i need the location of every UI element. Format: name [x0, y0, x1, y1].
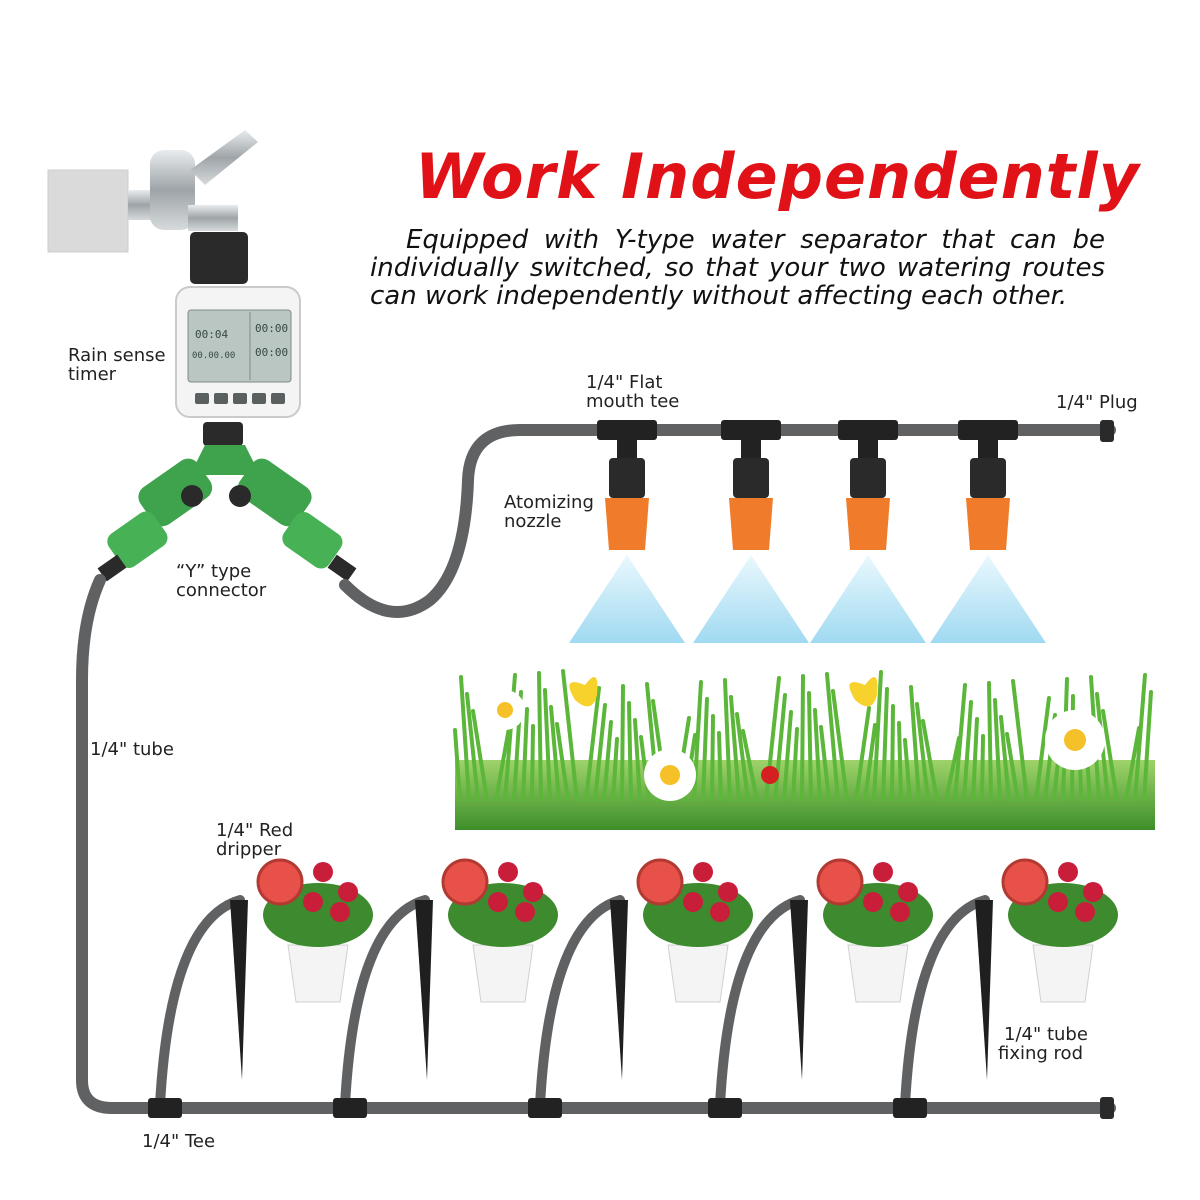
label-red-dripper-line1: 1/4" Red — [216, 820, 294, 841]
label-flat-mouth-tee-line2: mouth tee — [586, 391, 680, 412]
label-flat-mouth-tee-line1: 1/4" Flat — [586, 372, 663, 393]
atomizing-nozzle — [693, 420, 809, 643]
red-dripper — [441, 858, 489, 906]
timer-outlet-nut — [203, 422, 243, 446]
dripper-unit — [148, 858, 373, 1118]
dripper-unit — [708, 858, 933, 1118]
label-tube: 1/4" tube — [90, 739, 174, 760]
red-dripper — [256, 858, 304, 906]
plug-bottom — [1100, 1097, 1114, 1119]
butterflies — [569, 677, 878, 707]
label-tee: 1/4" Tee — [142, 1131, 216, 1152]
faucet — [47, 130, 258, 253]
mist-spray — [810, 555, 926, 643]
y-connector[interactable] — [97, 445, 357, 582]
atomizing-nozzle — [930, 420, 1046, 643]
page-title: Work Independently — [415, 140, 1141, 213]
atomizing-nozzle — [569, 420, 685, 643]
label-atomizing-nozzle-line1: Atomizing — [504, 492, 594, 513]
tube-network — [76, 424, 1116, 1114]
nozzle-row — [569, 420, 1046, 643]
label-fixing-rod-line2: fixing rod — [998, 1043, 1083, 1064]
timer-digits-right-top: 00:00 — [255, 322, 288, 335]
label-flat-mouth-tee: 1/4" Flat mouth tee — [586, 373, 679, 411]
dripper-row — [148, 858, 1118, 1118]
label-y-connector-line2: connector — [176, 580, 267, 601]
description-text: Equipped with Y-type water separator tha… — [370, 225, 1105, 311]
timer-buttons[interactable] — [195, 393, 285, 404]
mist-spray — [930, 555, 1046, 643]
red-dripper — [1001, 858, 1049, 906]
dripper-unit — [893, 858, 1118, 1118]
mist-spray — [569, 555, 685, 643]
label-atomizing-nozzle-line2: nozzle — [504, 511, 562, 532]
dripper-unit — [333, 858, 558, 1118]
label-y-connector-line1: “Y” type — [176, 561, 252, 582]
grass-bed — [453, 669, 1155, 830]
timer-digits-right-mid: 00:00 — [255, 346, 288, 359]
daisy-flowers — [485, 690, 1105, 801]
label-fixing-rod-line1: 1/4" tube — [1004, 1024, 1088, 1045]
label-red-dripper: 1/4" Red dripper — [216, 821, 293, 859]
timer-inlet-nut — [190, 232, 248, 284]
plug-top — [1100, 420, 1114, 442]
label-y-connector: “Y” type connector — [176, 562, 266, 600]
dripper-unit — [528, 858, 753, 1118]
label-fixing-rod: 1/4" tube fixing rod — [998, 1025, 1088, 1063]
atomizing-nozzle — [810, 420, 926, 643]
label-plug: 1/4" Plug — [1056, 392, 1138, 413]
red-dripper — [816, 858, 864, 906]
label-atomizing-nozzle: Atomizing nozzle — [504, 493, 594, 531]
label-rain-sense-timer-line1: Rain sense — [68, 345, 166, 366]
rain-sense-timer: 00:04 00:00 00.00.00 00:00 — [175, 286, 301, 418]
label-rain-sense-timer: Rain sense timer — [68, 346, 166, 384]
ladybug — [761, 766, 779, 784]
label-red-dripper-line2: dripper — [216, 839, 282, 860]
mist-spray — [693, 555, 809, 643]
red-dripper — [636, 858, 684, 906]
timer-digits-date: 00.00.00 — [192, 351, 235, 361]
timer-digits-main: 00:04 — [195, 328, 228, 341]
label-rain-sense-timer-line2: timer — [68, 364, 117, 385]
